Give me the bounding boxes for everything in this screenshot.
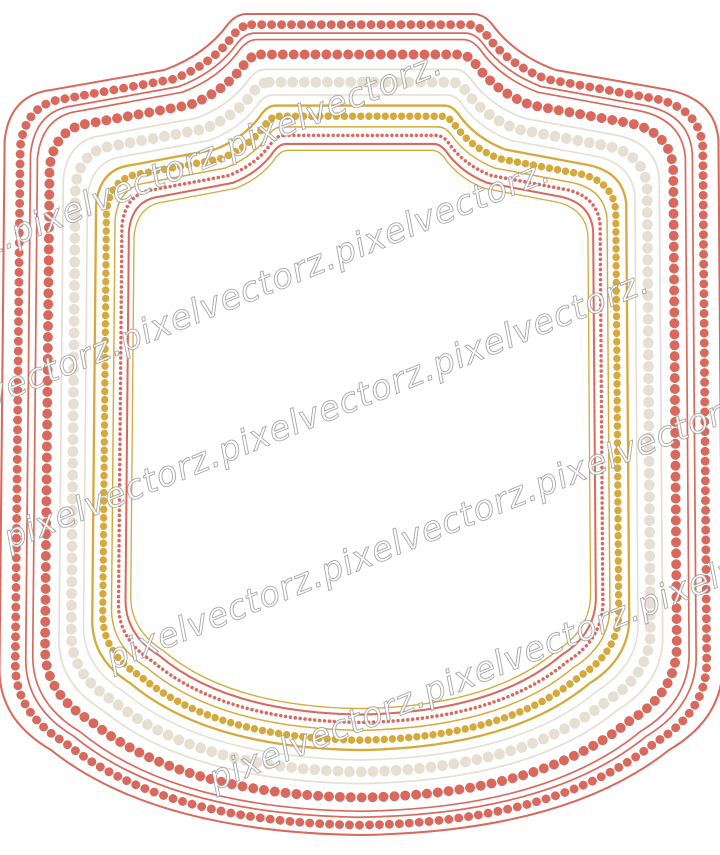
watermark-text-3: pixelvectorz.pixelvectorz.pixelvectorz. xyxy=(0,262,655,559)
